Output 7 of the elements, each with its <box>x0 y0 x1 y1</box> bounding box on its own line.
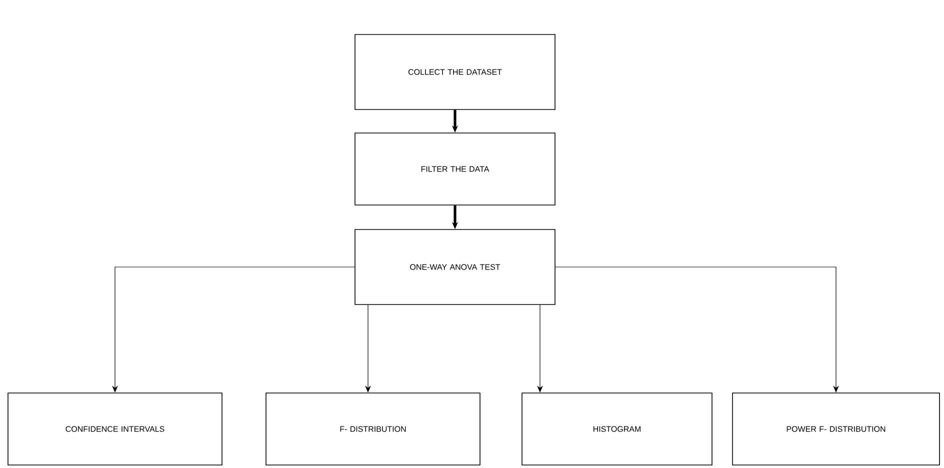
process-box: F- DISTRIBUTION <box>266 392 480 466</box>
process-box: FILTER THE DATA <box>354 132 556 206</box>
process-box: CONFIDENCE INTERVALS <box>8 392 222 466</box>
process-box: POWER F- DISTRIBUTION <box>732 392 940 466</box>
process-box: COLLECT THE DATASET <box>354 34 556 110</box>
process-box: HISTOGRAM <box>522 392 712 466</box>
process-box: ONE-WAY ANOVA TEST <box>354 229 556 305</box>
